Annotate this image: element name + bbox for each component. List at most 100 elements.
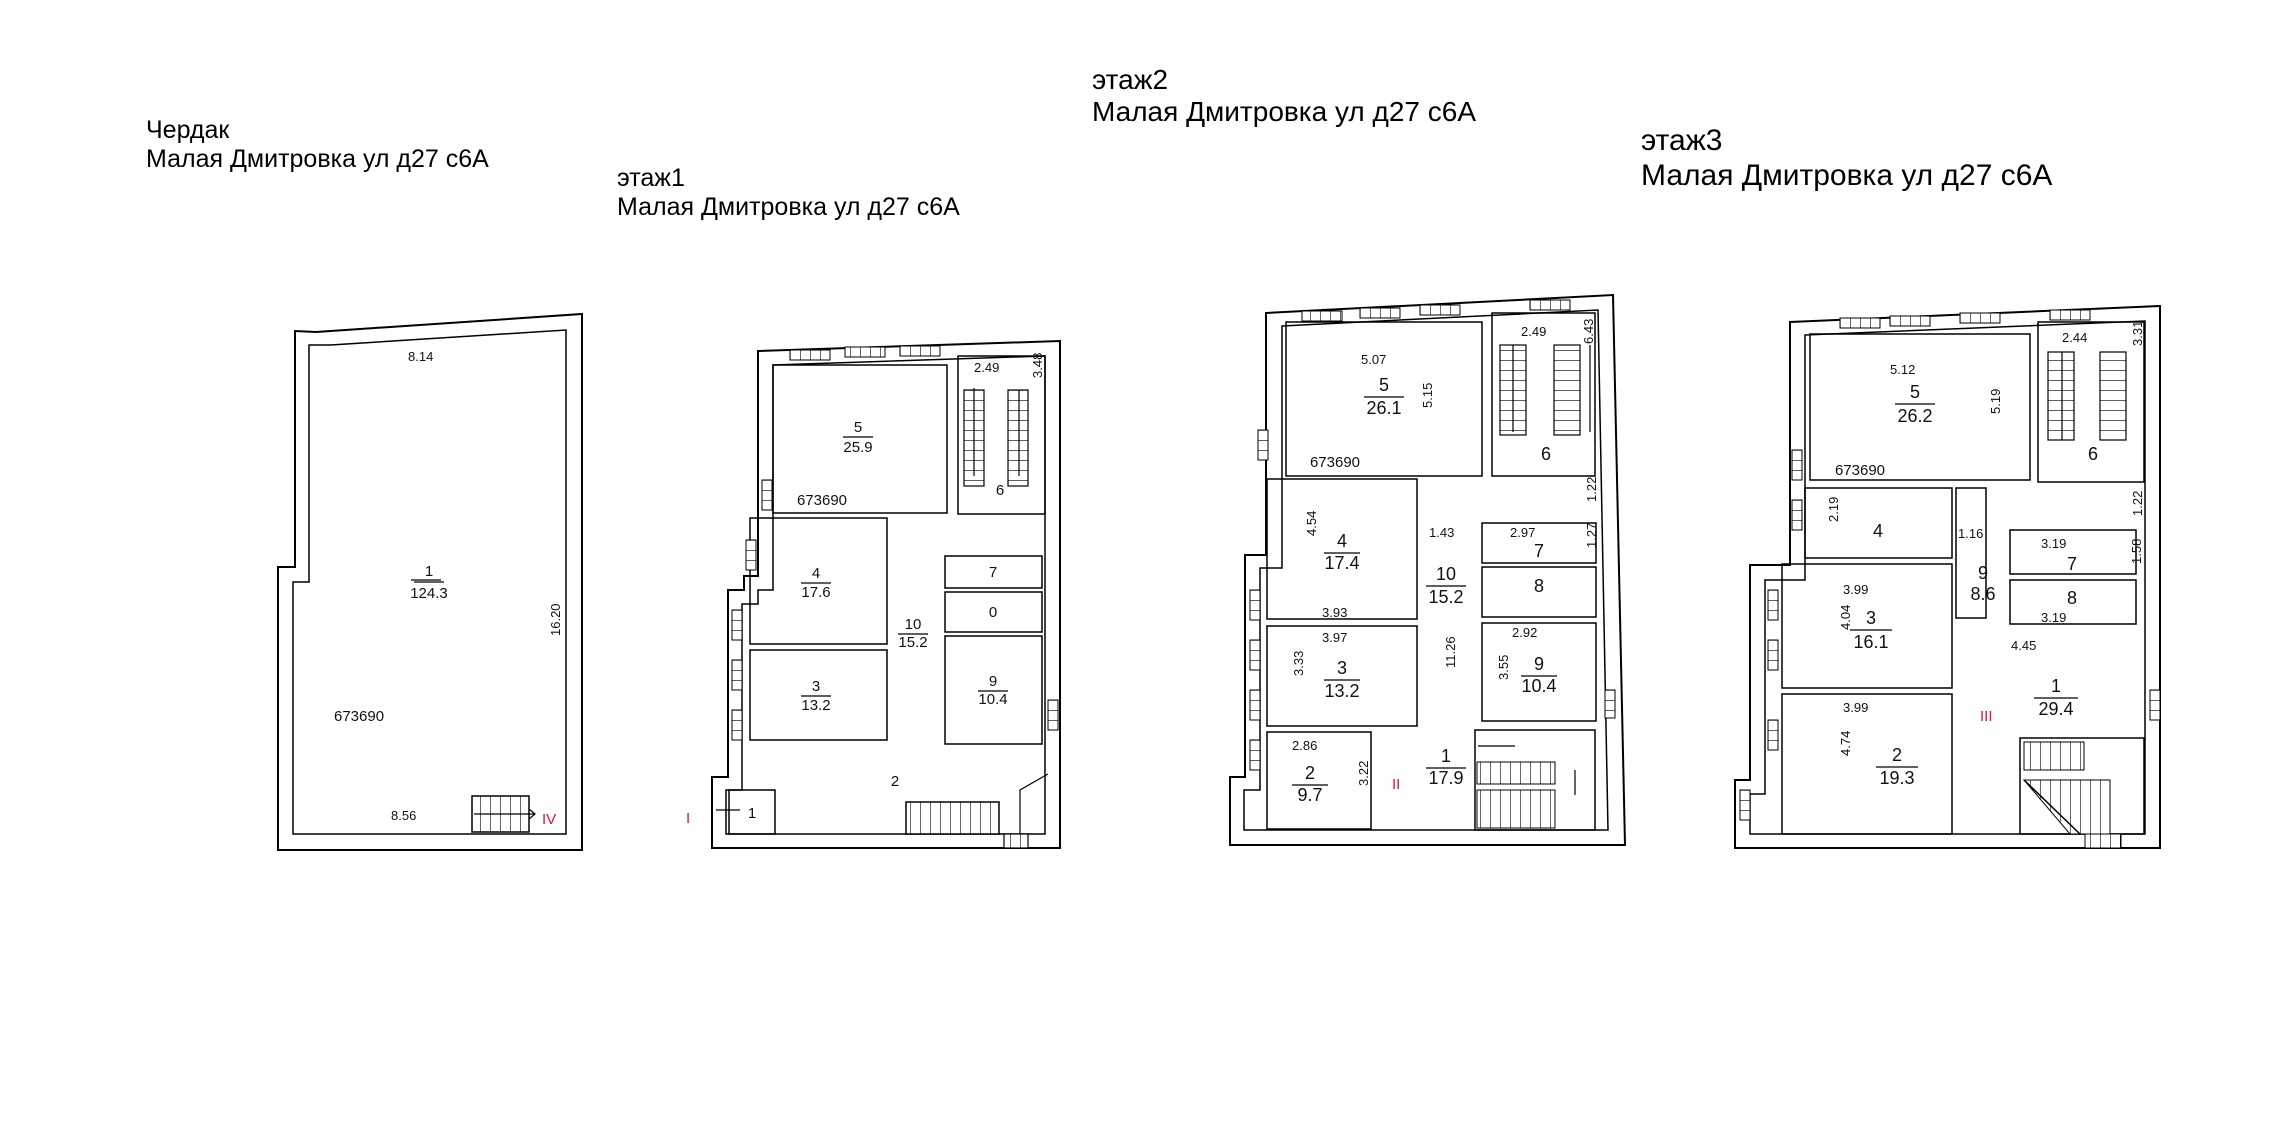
floor2-room-10-no: 10 — [1436, 564, 1456, 584]
floor1-room-5-area: 25.9 — [843, 439, 872, 456]
floor3-dim-404: 4.04 — [1838, 605, 1853, 630]
floor2-dim-393: 3.93 — [1322, 605, 1347, 620]
floor2-code: 673690 — [1310, 454, 1360, 471]
floor1-stairwell — [957, 355, 1046, 515]
attic-section: IV — [542, 811, 556, 828]
room-fraction-bars — [414, 396, 2078, 786]
floor3-dim-319b: 3.19 — [2041, 610, 2066, 625]
floor3-room-2-no: 2 — [1892, 745, 1902, 765]
floor1-entrance-room — [728, 789, 776, 835]
floor2-dim-454: 4.54 — [1304, 511, 1319, 536]
floor2-dim-286: 2.86 — [1292, 738, 1317, 753]
attic-room-1-no: 1 — [425, 563, 433, 580]
floor2-dim-643: 6.43 — [1581, 319, 1596, 344]
floor2-room-2 — [1266, 731, 1372, 830]
floor2-room-2-no: 2 — [1305, 763, 1315, 783]
floor3-room-2 — [1781, 693, 1953, 835]
floor3-label-7: 7 — [2067, 554, 2077, 574]
floor2-room-2-area: 9.7 — [1297, 785, 1322, 805]
floor1-plan — [711, 339, 1061, 849]
attic-room-1-area: 124.3 — [410, 585, 448, 602]
floor1-label-0: 0 — [989, 604, 997, 621]
floor2-stairs-bottom — [1474, 729, 1596, 831]
floor2-dim-1126: 11.26 — [1443, 636, 1458, 668]
floor3-room-3 — [1781, 563, 1953, 689]
attic-plan — [277, 312, 583, 851]
floor1-label-6: 6 — [996, 482, 1004, 499]
floor1-room-10-area: 15.2 — [898, 634, 927, 651]
floor2-room-9-area: 10.4 — [1521, 676, 1556, 696]
floor3-room-7 — [2009, 529, 2137, 575]
attic-dim-top: 8.14 — [408, 349, 433, 364]
floor1-room-0 — [944, 591, 1043, 633]
attic-heading: Чердак — [146, 116, 230, 144]
floor3-room-2-area: 19.3 — [1879, 768, 1914, 788]
floor3-stairwell — [2037, 321, 2145, 483]
floor1-stairs-bottom — [905, 801, 1000, 835]
floor3-room-5 — [1809, 333, 2031, 481]
floor2-dim-515: 5.15 — [1420, 383, 1435, 408]
floor1-label-2: 2 — [891, 773, 899, 790]
floor2-inner-wall — [1243, 309, 1609, 831]
floor3-dim-219: 2.19 — [1826, 497, 1841, 522]
attic-code: 673690 — [334, 708, 384, 725]
floor3-outer-wall — [1734, 304, 2161, 849]
attic-dim-right: 16.20 — [548, 603, 563, 636]
floor1-room-4 — [749, 517, 888, 645]
floor2-room-3-area: 13.2 — [1324, 681, 1359, 701]
floor2-heading: этаж2 — [1092, 64, 1169, 95]
floor3-code: 673690 — [1835, 462, 1885, 479]
floor1-code: 673690 — [797, 492, 847, 509]
floor3-room-3-area: 16.1 — [1853, 632, 1888, 652]
floor2-dim-292: 2.92 — [1512, 625, 1537, 640]
floor3-room-1-no: 1 — [2051, 676, 2061, 696]
floor1-room-3-no: 3 — [812, 678, 820, 695]
floor1-address: Малая Дмитровка ул д27 с6А — [617, 192, 960, 221]
floor2-room-1-no: 1 — [1441, 746, 1451, 766]
floor3-room-5-no: 5 — [1910, 382, 1920, 402]
floor3-room-4 — [1804, 487, 1953, 559]
floor2-room-4-no: 4 — [1337, 531, 1347, 551]
floor3-plan — [1734, 304, 2161, 849]
floor3-room-9 — [1955, 487, 1987, 619]
floor1-heading: этаж1 — [617, 164, 685, 192]
floor2-label-6: 6 — [1541, 444, 1551, 464]
floor1-label-7: 7 — [989, 564, 997, 581]
floor1-section: I — [686, 810, 690, 827]
floor2-outer-wall — [1229, 293, 1627, 846]
floor3-room-9-no: 9 — [1978, 563, 1988, 583]
floor2-dim-507: 5.07 — [1361, 352, 1386, 367]
floor1-room-5-no: 5 — [854, 419, 862, 436]
floor2-label-7: 7 — [1534, 541, 1544, 561]
floor1-room-9-area: 10.4 — [978, 691, 1007, 708]
floor1-room-7 — [944, 555, 1043, 589]
floor3-room-1-area: 29.4 — [2038, 699, 2073, 719]
floor2-dim-249: 2.49 — [1521, 324, 1546, 339]
floor1-outer-wall — [711, 339, 1061, 849]
floor3-dim-512: 5.12 — [1890, 362, 1915, 377]
floor2-title: этаж2 Малая Дмитровка ул д27 с6А — [1092, 64, 1476, 128]
floor1-room-9 — [944, 635, 1043, 745]
floor2-room-3 — [1266, 625, 1418, 727]
floor1-label-1: 1 — [748, 805, 756, 822]
floor2-dim-127: 1.27 — [1584, 523, 1599, 548]
floor1-room-4-no: 4 — [812, 565, 820, 582]
attic-inner-wall — [292, 329, 567, 835]
floor1-dim-348: 3.48 — [1030, 353, 1045, 378]
floor2-room-5 — [1285, 321, 1483, 477]
floor3-title: этаж3 Малая Дмитровка ул д27 с6А — [1641, 124, 2052, 193]
floor2-room-9 — [1481, 622, 1597, 722]
floor2-dim-322: 3.22 — [1356, 761, 1371, 786]
floor1-room-5 — [772, 364, 948, 514]
floor3-dim-474: 4.74 — [1838, 731, 1853, 756]
attic-address: Малая Дмитровка ул д27 с6А — [146, 144, 489, 173]
floor3-heading: этаж3 — [1641, 124, 1723, 157]
floor3-label-6: 6 — [2088, 444, 2098, 464]
floor1-room-4-area: 17.6 — [801, 584, 830, 601]
floor2-dim-143: 1.43 — [1429, 525, 1454, 540]
floor2-plan — [1229, 293, 1627, 846]
floor3-dim-399b: 3.99 — [1843, 700, 1868, 715]
floor2-dim-333: 3.33 — [1291, 651, 1306, 676]
floor3-room-3-no: 3 — [1866, 608, 1876, 628]
